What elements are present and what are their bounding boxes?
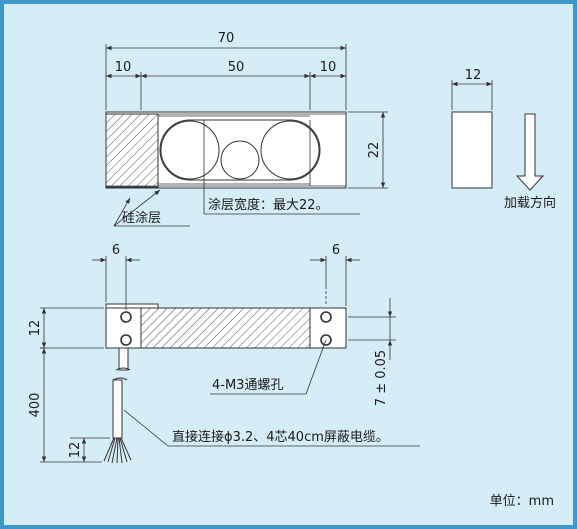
dim-cable-length: 400 (28, 393, 43, 418)
silicone-coating-area (105, 113, 159, 188)
cable-segment (118, 347, 129, 371)
dim-bottom-height: 12 (28, 320, 43, 337)
mount-hole (120, 311, 132, 323)
bottom-coating-area (140, 307, 311, 349)
side-view-body (451, 111, 493, 189)
cable-wires (103, 437, 132, 464)
dim-total-length: 70 (218, 31, 235, 46)
coating-width-label: 涂层宽度：最大22。 (208, 197, 329, 213)
unit-label: 单位：mm (490, 494, 554, 509)
dim-hole-offset-right: 6 (332, 243, 340, 258)
silicone-coating-label: 硅涂层 (122, 210, 161, 226)
cutout-circle-center (220, 140, 260, 180)
dim-hole-spacing: 7 ± 0.05 (374, 350, 389, 406)
mount-hole (320, 311, 332, 323)
cutout-circle-left (160, 120, 220, 180)
bottom-view: 6 6 12 7 ± 0.05 4-M3通螺孔 (28, 243, 420, 464)
load-direction-arrow-icon (515, 113, 545, 191)
load-direction-label: 加载方向 (504, 195, 556, 211)
dim-cable-strip: 12 (68, 442, 83, 459)
side-view: 12 加载方向 (451, 68, 556, 211)
cable-label: 直接连接ϕ3.2、4芯40cm屏蔽电缆。 (172, 429, 389, 445)
bottom-view-tab (105, 303, 159, 309)
dim-height: 22 (367, 142, 382, 159)
dim-hole-offset-left: 6 (112, 243, 120, 258)
dim-center-length: 50 (228, 60, 245, 75)
holes-label: 4-M3通螺孔 (212, 378, 283, 393)
dim-left-gap: 10 (115, 60, 132, 75)
dim-side-width: 12 (465, 68, 482, 83)
dim-right-gap: 10 (320, 60, 337, 75)
cutout-circle-right (260, 120, 320, 180)
cable-body (112, 379, 123, 439)
mount-hole (120, 334, 132, 346)
top-view: 70 10 50 10 22 涂层宽度：最大22。 硅涂层 (105, 31, 388, 227)
